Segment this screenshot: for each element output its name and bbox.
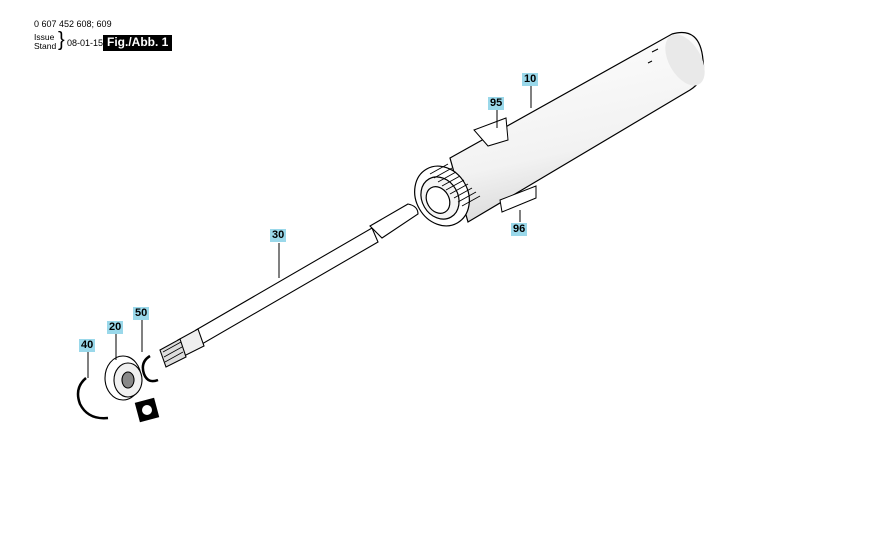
issue-stand-labels: Issue Stand <box>34 33 56 51</box>
part-number-header: 0 607 452 608; 609 <box>34 19 112 29</box>
shaft-part-30 <box>159 203 419 368</box>
brace-glyph: } <box>58 29 65 51</box>
figure-badge: Fig./Abb. 1 <box>103 35 173 51</box>
tube-part-10 <box>414 32 705 227</box>
retaining-ring-part-40 <box>76 377 109 420</box>
circlip-part-50 <box>141 354 159 383</box>
issue-date: 08-01-15 <box>67 38 104 48</box>
label-part-96 <box>499 185 537 213</box>
callout-50: 50 <box>133 307 150 320</box>
leader-lines <box>87 86 532 378</box>
label-part-95 <box>473 117 509 147</box>
callout-10: 10 <box>522 73 539 86</box>
issue-label: Issue <box>34 32 55 42</box>
callout-40: 40 <box>79 339 96 352</box>
callout-95: 95 <box>488 97 505 110</box>
stand-label: Stand <box>34 41 57 51</box>
callout-30: 30 <box>270 229 287 242</box>
callout-20: 20 <box>107 321 124 334</box>
bearing-part-20 <box>104 355 143 401</box>
callout-96: 96 <box>511 223 528 236</box>
grease-symbol-icon <box>134 397 160 423</box>
